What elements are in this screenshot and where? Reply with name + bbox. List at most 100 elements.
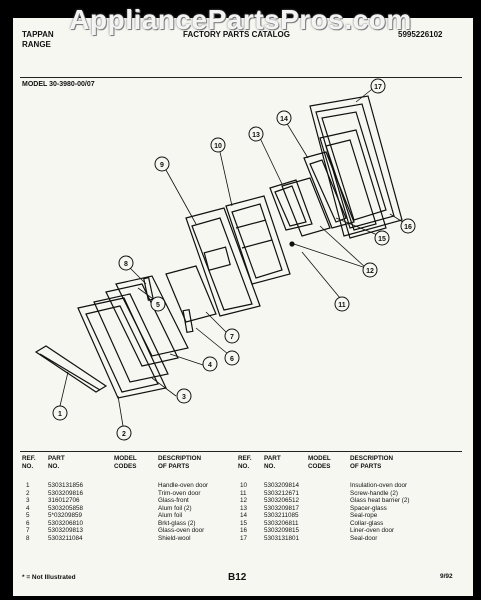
table-cell: Alum foil — [158, 512, 183, 519]
table-cell: 5303211085 — [264, 512, 299, 519]
part-screw-handle — [289, 241, 295, 247]
table-top-rule — [20, 451, 462, 452]
callout-label: 16 — [404, 224, 412, 231]
callout-label: 1 — [58, 411, 62, 418]
table-cell: 5303212671 — [264, 489, 300, 497]
table-cell: 5303206810 — [48, 519, 84, 527]
table-cell: 2 — [26, 489, 30, 497]
callout-label: 13 — [252, 132, 260, 139]
page-number: B12 — [228, 572, 247, 583]
model-number: MODEL 30-3980-00/07 — [22, 81, 95, 88]
table-cell: Glass-front — [158, 497, 189, 504]
table-cell: Collar-glass — [350, 519, 384, 527]
part-spacer-glass — [269, 179, 313, 231]
table-cell: 5303131801 — [264, 534, 300, 542]
callout-label: 5 — [156, 302, 160, 309]
table-cell: 10 — [240, 482, 248, 489]
table-cell: Seal-door — [350, 534, 378, 542]
callout-label: 4 — [208, 362, 212, 369]
callout-label: 10 — [214, 143, 222, 150]
table-cell: 5 — [26, 512, 30, 519]
ref-column: 10 11 12 13 14 15 16 17 — [240, 482, 247, 542]
table-cell: 5303209814 — [264, 482, 300, 489]
part-alum-foil — [105, 275, 189, 367]
table-cell: Insulation-oven door — [350, 482, 408, 489]
description-column: Insulation-oven door Screw-handle (2) Gl… — [350, 482, 410, 542]
callout-label: 2 — [122, 431, 126, 438]
table-cell: 12 — [240, 497, 248, 504]
table-cell: 5303209813 — [48, 527, 84, 534]
table-cell: 13 — [240, 504, 248, 512]
part-seal-door — [309, 95, 403, 237]
part-glass-oven-door — [165, 265, 217, 323]
table-cell: 3 — [26, 497, 30, 504]
table-cell: 316012706 — [48, 497, 80, 504]
callout-label: 3 — [182, 394, 186, 401]
table-cell: Trim-oven door — [158, 489, 201, 497]
table-cell: 1 — [26, 482, 30, 489]
table-cell: Handle-oven door — [158, 482, 209, 489]
table-cell: 5303205858 — [48, 504, 84, 512]
part-glass-front — [93, 293, 169, 383]
footnote-not-illustrated: * = Not Illustrated — [22, 574, 76, 581]
part-column: 5303131856 5303209816 316012706 53032058… — [48, 482, 83, 542]
table-cell: Glass heat barrier (2) — [350, 497, 410, 504]
callout-circles — [52, 78, 416, 441]
table-cell: 4 — [26, 504, 30, 512]
callout-label: 14 — [280, 116, 288, 123]
ref-column: 1 2 3 4 5 6 7 8 — [26, 482, 30, 542]
leader-lines — [59, 85, 407, 427]
table-cell: Shield-wool — [158, 534, 191, 542]
brand-line-2: RANGE — [22, 40, 51, 49]
part-glass-heat-barrier — [281, 177, 331, 237]
table-cell: Spacer-glass — [350, 504, 387, 512]
table-cell: 5303209816 — [48, 489, 84, 497]
table-cell: 5303131856 — [48, 482, 84, 489]
callout-label: 6 — [230, 356, 234, 363]
table-cell: 5303206512 — [264, 497, 300, 504]
catalog-title: FACTORY PARTS CATALOG — [183, 30, 290, 39]
part-column: 5303209814 5303212671 5303206512 5303209… — [264, 482, 299, 542]
callout-labels: 1 2 3 4 5 6 7 8 9 10 11 12 12 13 14 15 1… — [58, 84, 412, 438]
table-cell: 14 — [240, 512, 248, 519]
table-cell: Alum foil (2) — [158, 504, 192, 512]
table-cell: 15 — [240, 519, 248, 527]
table-cell: Glass-oven door — [158, 527, 205, 534]
table-cell: 6 — [26, 519, 30, 527]
brand-header: TAPPAN RANGE — [22, 30, 54, 50]
part-inner-door-panel — [185, 207, 261, 317]
description-column: Handle-oven door Trim-oven door Glass-fr… — [158, 482, 208, 542]
table-cell: Screw-handle (2) — [350, 489, 398, 497]
callout-label: 11 — [338, 302, 346, 309]
part-shield-wool — [182, 308, 194, 334]
table-cell: Seal-rope — [350, 512, 378, 519]
exploded-parts-diagram: 1 2 3 4 5 6 7 8 9 10 11 12 12 13 14 15 1… — [34, 78, 416, 441]
part-bracket-glass — [143, 276, 154, 301]
part-trim-oven-door — [77, 297, 167, 399]
header-ref-no: REF.NO. — [22, 455, 36, 470]
catalog-number: 5995226102 — [398, 30, 443, 39]
table-cell: 5303206811 — [264, 519, 299, 527]
brand-line-1: TAPPAN — [22, 30, 54, 39]
table-cell: 17 — [240, 534, 248, 542]
header-ref-no: REF.NO. — [238, 455, 252, 470]
table-cell: Brkt-glass (2) — [158, 519, 196, 527]
callout-label: 15 — [378, 236, 386, 243]
table-cell: 11 — [240, 489, 247, 497]
part-handle-oven-door — [34, 345, 108, 393]
table-cell: 5303209815 — [264, 527, 300, 534]
table-cell: 7 — [26, 527, 30, 534]
revision-date: 9/92 — [440, 573, 453, 580]
table-cell: Liner-oven door — [350, 527, 395, 534]
table-cell: 5303211084 — [48, 534, 83, 542]
table-cell: 16 — [240, 527, 248, 534]
part-insulation — [225, 195, 291, 285]
callout-label: 8 — [124, 261, 128, 268]
